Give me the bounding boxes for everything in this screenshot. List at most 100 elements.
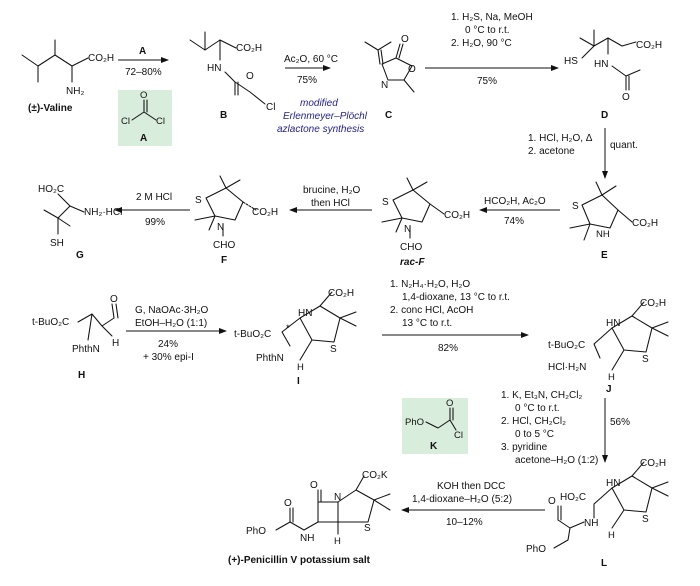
svg-text:CO₂K: CO₂K — [362, 470, 388, 481]
svg-text:3. pyridine: 3. pyridine — [501, 442, 548, 453]
structure-L: CO₂H HN HO₂C S H NH O PhO L — [526, 458, 669, 569]
label-D: D — [601, 110, 608, 121]
step7-yield: 99% — [145, 217, 165, 228]
step5-reagent: HCO₂H, Ac₂O — [484, 196, 546, 207]
label-G: G — [76, 250, 84, 261]
svg-text:O: O — [401, 34, 409, 45]
svg-text:O: O — [446, 398, 453, 409]
svg-text:CO₂H: CO₂H — [444, 210, 470, 221]
svg-text:acetone–H₂O (1:2): acetone–H₂O (1:2) — [515, 455, 598, 466]
svg-text:G, NaOAc·3H₂O: G, NaOAc·3H₂O — [135, 305, 209, 316]
step8-extra: + 30% epi-I — [143, 352, 194, 363]
svg-text:NH: NH — [584, 518, 598, 529]
svg-text:O: O — [408, 64, 416, 75]
label-I: I — [297, 376, 300, 387]
svg-text:brucine, H₂O: brucine, H₂O — [303, 185, 360, 196]
svg-text:O: O — [246, 71, 254, 82]
svg-text:HO₂C: HO₂C — [560, 492, 586, 503]
svg-text:t-BuO₂C: t-BuO₂C — [32, 317, 69, 328]
svg-text:S: S — [195, 195, 202, 206]
label-B: B — [220, 110, 227, 121]
step10-yield: 56% — [610, 417, 630, 428]
svg-text:SH: SH — [50, 238, 64, 249]
svg-text:H: H — [608, 530, 615, 541]
label-H: H — [78, 370, 85, 381]
svg-text:modified: modified — [300, 98, 338, 109]
svg-text:Erlenmeyer–Plöchl: Erlenmeyer–Plöchl — [283, 111, 368, 122]
svg-text:0 °C to r.t.: 0 °C to r.t. — [465, 25, 510, 36]
step1-yield: 72–80% — [125, 67, 162, 78]
svg-text:then HCl: then HCl — [311, 198, 350, 209]
svg-text:2. conc HCl, AcOH: 2. conc HCl, AcOH — [390, 305, 473, 316]
svg-text:O: O — [284, 498, 292, 509]
svg-text:0 °C to r.t.: 0 °C to r.t. — [515, 403, 560, 414]
atom-co2h: CO₂H — [88, 53, 114, 64]
step1-reagent: A — [139, 46, 146, 57]
svg-text:O: O — [548, 496, 556, 507]
svg-text:0 to 5 °C: 0 to 5 °C — [515, 429, 554, 440]
svg-text:2. HCl, CH₂Cl₂: 2. HCl, CH₂Cl₂ — [501, 416, 566, 427]
svg-text:KOH then DCC: KOH then DCC — [437, 481, 505, 492]
svg-text:H: H — [297, 362, 304, 373]
svg-text:PhthN: PhthN — [256, 353, 284, 364]
svg-text:t-BuO₂C: t-BuO₂C — [234, 329, 271, 340]
svg-text:CO₂H: CO₂H — [236, 43, 262, 54]
label-L: L — [601, 558, 607, 569]
label-F: F — [221, 255, 227, 266]
step5-yield: 74% — [504, 216, 524, 227]
svg-text:HO₂C: HO₂C — [38, 184, 64, 195]
structure-C: O O N C — [364, 34, 416, 121]
svg-text:S: S — [572, 201, 579, 212]
svg-text:O: O — [110, 294, 118, 305]
svg-text:PhO: PhO — [526, 544, 546, 555]
svg-text:Cl: Cl — [156, 116, 165, 127]
svg-text:CO₂H: CO₂H — [328, 288, 354, 299]
structure-rac-F: S CO₂H N CHO rac-F — [381, 177, 470, 268]
svg-text:2. acetone: 2. acetone — [528, 146, 575, 157]
svg-text:N: N — [334, 492, 341, 503]
svg-text:HS: HS — [564, 56, 578, 67]
step4-yield: quant. — [610, 140, 638, 151]
svg-text:S: S — [330, 344, 337, 355]
svg-text:CHO: CHO — [213, 240, 235, 251]
label-A: A — [140, 133, 147, 144]
structure-B: CO₂H HN O Cl B — [189, 31, 275, 121]
svg-text:H: H — [112, 338, 119, 349]
svg-text:Cl: Cl — [266, 102, 275, 113]
svg-text:CO₂H: CO₂H — [252, 207, 278, 218]
structure-H: t-BuO₂C O H PhthN H — [32, 294, 119, 381]
svg-text:NH₂·HCl: NH₂·HCl — [84, 207, 122, 218]
svg-text:S: S — [642, 514, 649, 525]
step2-reagent: Ac₂O, 60 °C — [284, 54, 338, 65]
svg-text:N: N — [381, 80, 388, 91]
svg-text:N: N — [217, 222, 224, 233]
svg-text:EtOH–H₂O (1:1): EtOH–H₂O (1:1) — [135, 318, 207, 329]
svg-text:NH: NH — [596, 229, 610, 240]
reagent-box-A — [118, 90, 172, 146]
svg-text:HN: HN — [606, 318, 620, 329]
svg-text:S: S — [364, 523, 371, 534]
svg-text:PhthN: PhthN — [72, 344, 100, 355]
svg-text:HN: HN — [606, 478, 620, 489]
label-valine: (±)-Valine — [28, 103, 73, 114]
svg-text:t-BuO₂C: t-BuO₂C — [548, 340, 585, 351]
svg-text:1,4-dioxane, 13 °C to r.t.: 1,4-dioxane, 13 °C to r.t. — [402, 292, 510, 303]
atom-nh2: NH₂ — [66, 86, 84, 97]
svg-text:HN: HN — [207, 63, 221, 74]
label-rac-F: rac-F — [400, 257, 425, 268]
structure-F: S CO₂H N CHO F — [194, 175, 278, 266]
svg-text:O: O — [622, 92, 630, 103]
svg-text:azlactone synthesis: azlactone synthesis — [277, 124, 364, 135]
svg-text:*: * — [286, 323, 290, 334]
step8-yield: 24% — [158, 339, 178, 350]
svg-text:HN: HN — [298, 308, 312, 319]
step2-yield: 75% — [297, 75, 317, 86]
structure-I: CO₂H HN S H t-BuO₂C * PhthN I — [234, 288, 357, 387]
svg-text:1. K, Et₃N, CH₂Cl₂: 1. K, Et₃N, CH₂Cl₂ — [501, 390, 582, 401]
svg-text:HCl·H₂N: HCl·H₂N — [548, 362, 586, 373]
label-J: J — [606, 384, 612, 395]
structure-D: CO₂H HS HN O D — [564, 29, 662, 121]
svg-text:CHO: CHO — [400, 242, 422, 253]
step3-yield: 75% — [477, 76, 497, 87]
